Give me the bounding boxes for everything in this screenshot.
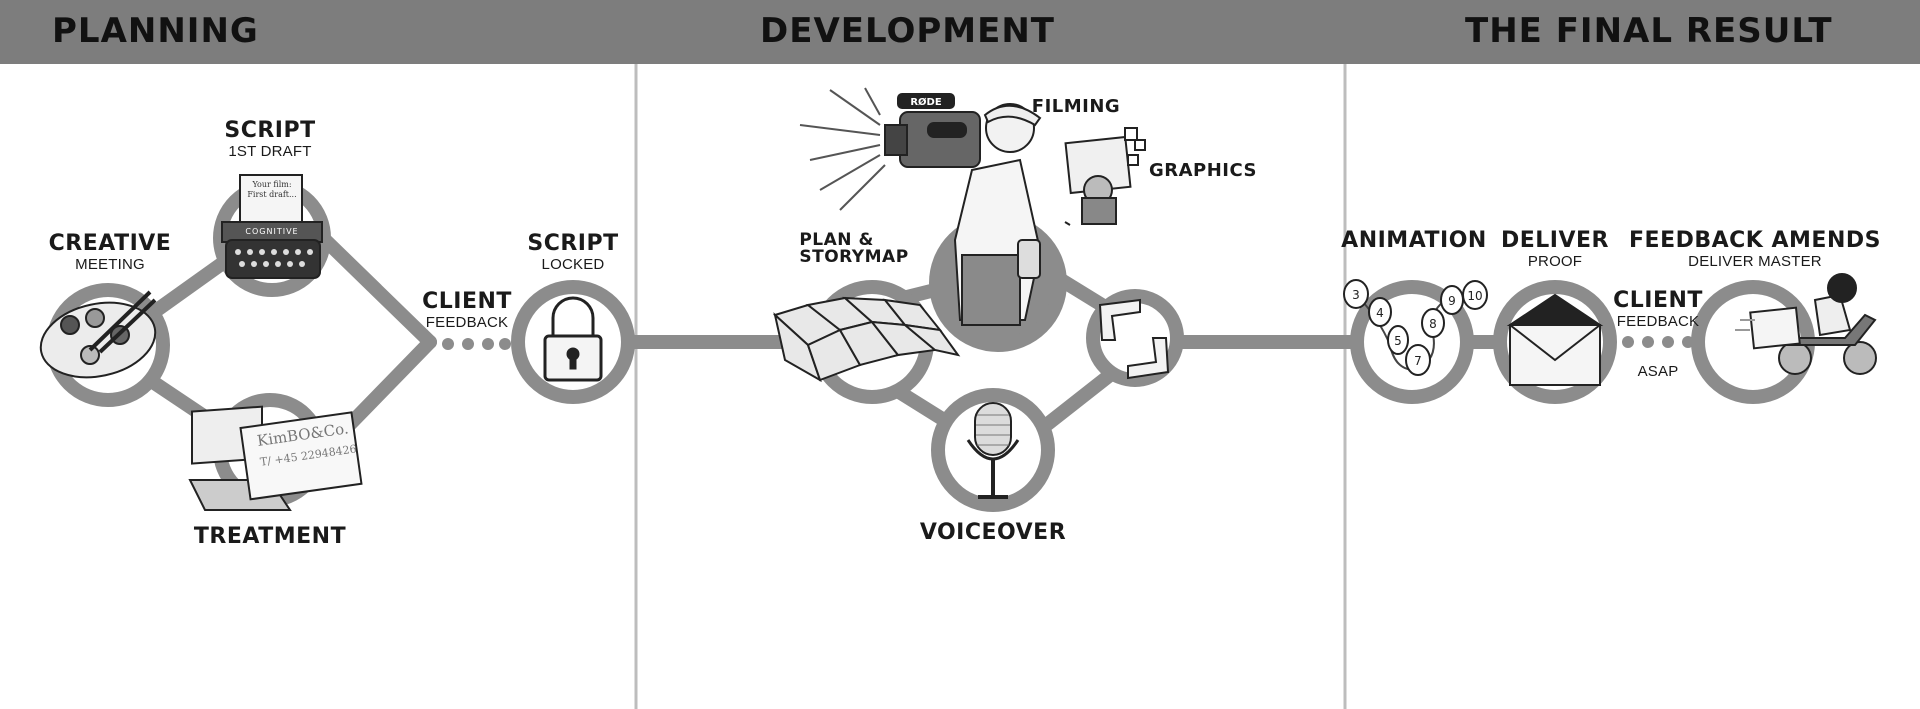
section-header-development: DEVELOPMENT [760, 11, 1055, 51]
label-creative: CREATIVE MEETING [48, 231, 172, 273]
frame-label: 3 [1352, 288, 1360, 302]
client-feedback-dots [442, 338, 511, 350]
palette-icon [39, 290, 157, 379]
section-header-planning: PLANNING [52, 11, 259, 51]
padlock-icon [543, 296, 603, 382]
asap-note: ASAP [1637, 363, 1679, 380]
header-bar [0, 0, 1920, 64]
client-sub: FEEDBACK [425, 314, 509, 331]
paper-line-2: First draft... [247, 190, 297, 199]
storymap-icon [773, 296, 961, 383]
script-title: SCRIPT [224, 118, 316, 143]
deliver-sub: PROOF [1527, 253, 1583, 270]
label-animation: ANIMATION [1341, 230, 1487, 252]
voiceover-title: VOICEOVER [919, 520, 1067, 545]
label-script-locked: SCRIPT LOCKED [527, 231, 619, 273]
graphics-title: GRAPHICS [1148, 160, 1258, 181]
animation-title: ANIMATION [1341, 228, 1487, 253]
locked-sub: LOCKED [541, 256, 605, 273]
creative-sub: MEETING [75, 256, 145, 273]
frame-label: 10 [1467, 289, 1482, 303]
frame-label: 9 [1448, 294, 1456, 308]
deliver-title: DELIVER [1501, 228, 1609, 253]
envelope-icon [1506, 293, 1604, 386]
creative-title: CREATIVE [48, 231, 172, 256]
label-treatment: TREATMENT [194, 526, 346, 548]
laptop-card-icon [188, 405, 363, 511]
label-deliver-proof: DELIVER PROOF [1501, 228, 1609, 270]
mic-brand-text: RØDE [910, 96, 942, 108]
client-title: CLIENT [422, 289, 512, 314]
amends-title: FEEDBACK AMENDS [1629, 228, 1881, 253]
label-asap: ASAP [1638, 362, 1679, 379]
script-paper-text: Your film: First draft... [247, 180, 297, 200]
label-final-client-feedback: CLIENT FEEDBACK [1613, 288, 1703, 330]
label-feedback-amends: FEEDBACK AMENDS DELIVER MASTER [1629, 228, 1881, 270]
treatment-title: TREATMENT [193, 524, 347, 549]
label-graphics: GRAPHICS [1149, 162, 1257, 180]
typewriter-brand: COGNITIVE [245, 227, 299, 236]
label-voiceover: VOICEOVER [920, 522, 1066, 544]
frame-label: 5 [1394, 334, 1402, 348]
locked-title: SCRIPT [527, 231, 619, 256]
label-client-feedback: CLIENT FEEDBACK [422, 289, 512, 331]
frame-label: 7 [1414, 354, 1422, 368]
cameraman-icon: RØDE [799, 87, 1042, 326]
framing-hands-icon [1098, 298, 1170, 380]
graphics-artist-icon [1064, 127, 1146, 226]
microphone-icon [966, 402, 1020, 499]
paper-line-1: Your film: [252, 180, 292, 189]
frame-label: 4 [1376, 306, 1384, 320]
final-client-sub: FEEDBACK [1616, 313, 1700, 330]
animation-frames-icon: 3 4 5 7 8 9 10 [1343, 279, 1488, 376]
typewriter-icon [221, 174, 323, 279]
final-client-title: CLIENT [1613, 288, 1703, 313]
filming-title: FILMING [1031, 96, 1121, 117]
scooter-courier-icon [1735, 273, 1877, 375]
plan-line-2: STORYMAP [799, 247, 909, 267]
label-filming: FILMING [1032, 98, 1120, 116]
plan-line-1: PLAN & [799, 230, 874, 250]
final-client-feedback-dots [1622, 336, 1694, 348]
amends-sub: DELIVER MASTER [1688, 253, 1822, 270]
frame-label: 8 [1429, 317, 1437, 331]
label-plan-storymap: PLAN & STORYMAP [799, 232, 908, 266]
section-header-final: THE FINAL RESULT [1465, 11, 1833, 51]
label-script: SCRIPT 1ST DRAFT [224, 118, 316, 160]
script-sub: 1ST DRAFT [228, 143, 312, 160]
